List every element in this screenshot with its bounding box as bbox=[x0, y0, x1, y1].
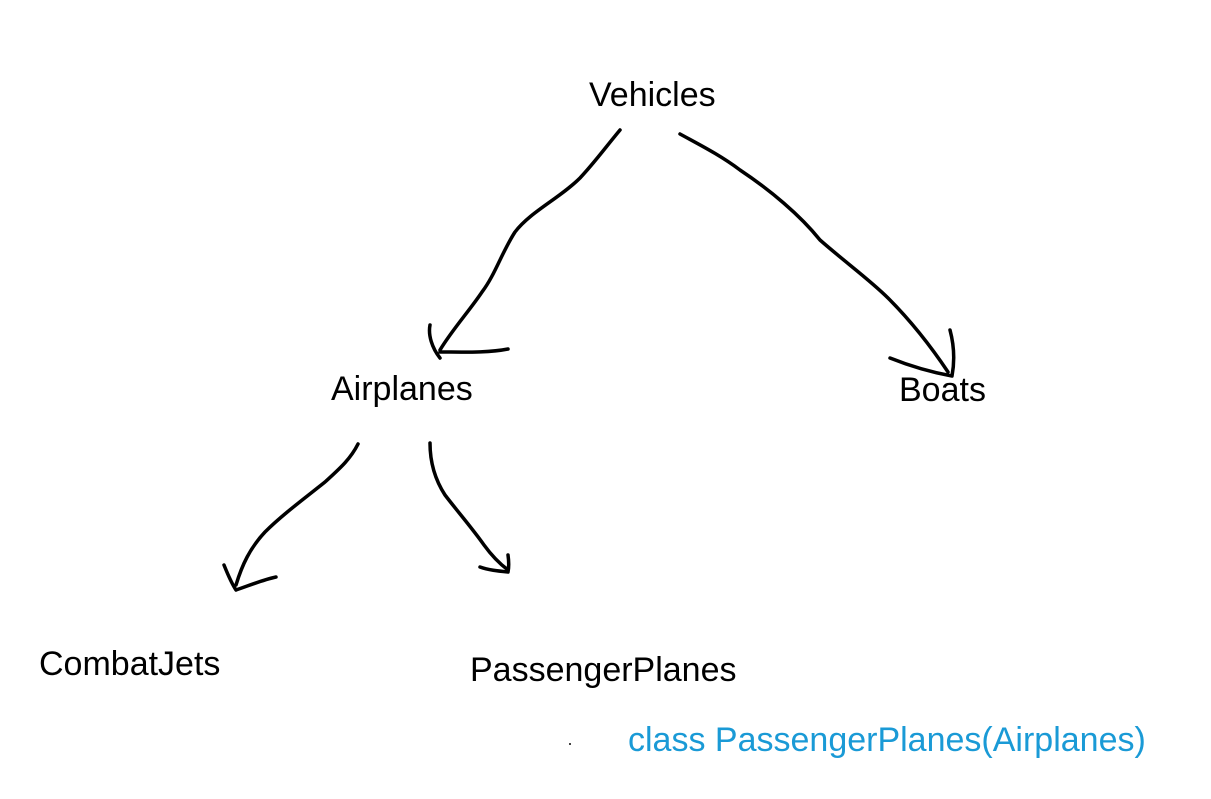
arrowhead-combatjets bbox=[222, 563, 278, 592]
arrow-airplanes-to-passengerplanes bbox=[428, 441, 510, 572]
arrowhead-airplanes bbox=[427, 323, 510, 360]
arrow-vehicles-to-airplanes bbox=[438, 128, 622, 352]
node-combatjets: CombatJets bbox=[39, 645, 221, 683]
arrow-vehicles-to-boats bbox=[678, 132, 950, 374]
node-passengerplanes: PassengerPlanes bbox=[470, 651, 737, 689]
node-vehicles: Vehicles bbox=[589, 76, 716, 114]
code-class-definition: class PassengerPlanes(Airplanes) bbox=[628, 721, 1146, 759]
arrowhead-boats bbox=[888, 328, 956, 378]
arrow-airplanes-to-combatjets bbox=[234, 442, 360, 587]
node-boats: Boats bbox=[899, 371, 986, 409]
node-airplanes: Airplanes bbox=[331, 370, 473, 408]
stray-dot bbox=[569, 743, 571, 745]
arrowhead-passengerplanes bbox=[478, 553, 511, 574]
